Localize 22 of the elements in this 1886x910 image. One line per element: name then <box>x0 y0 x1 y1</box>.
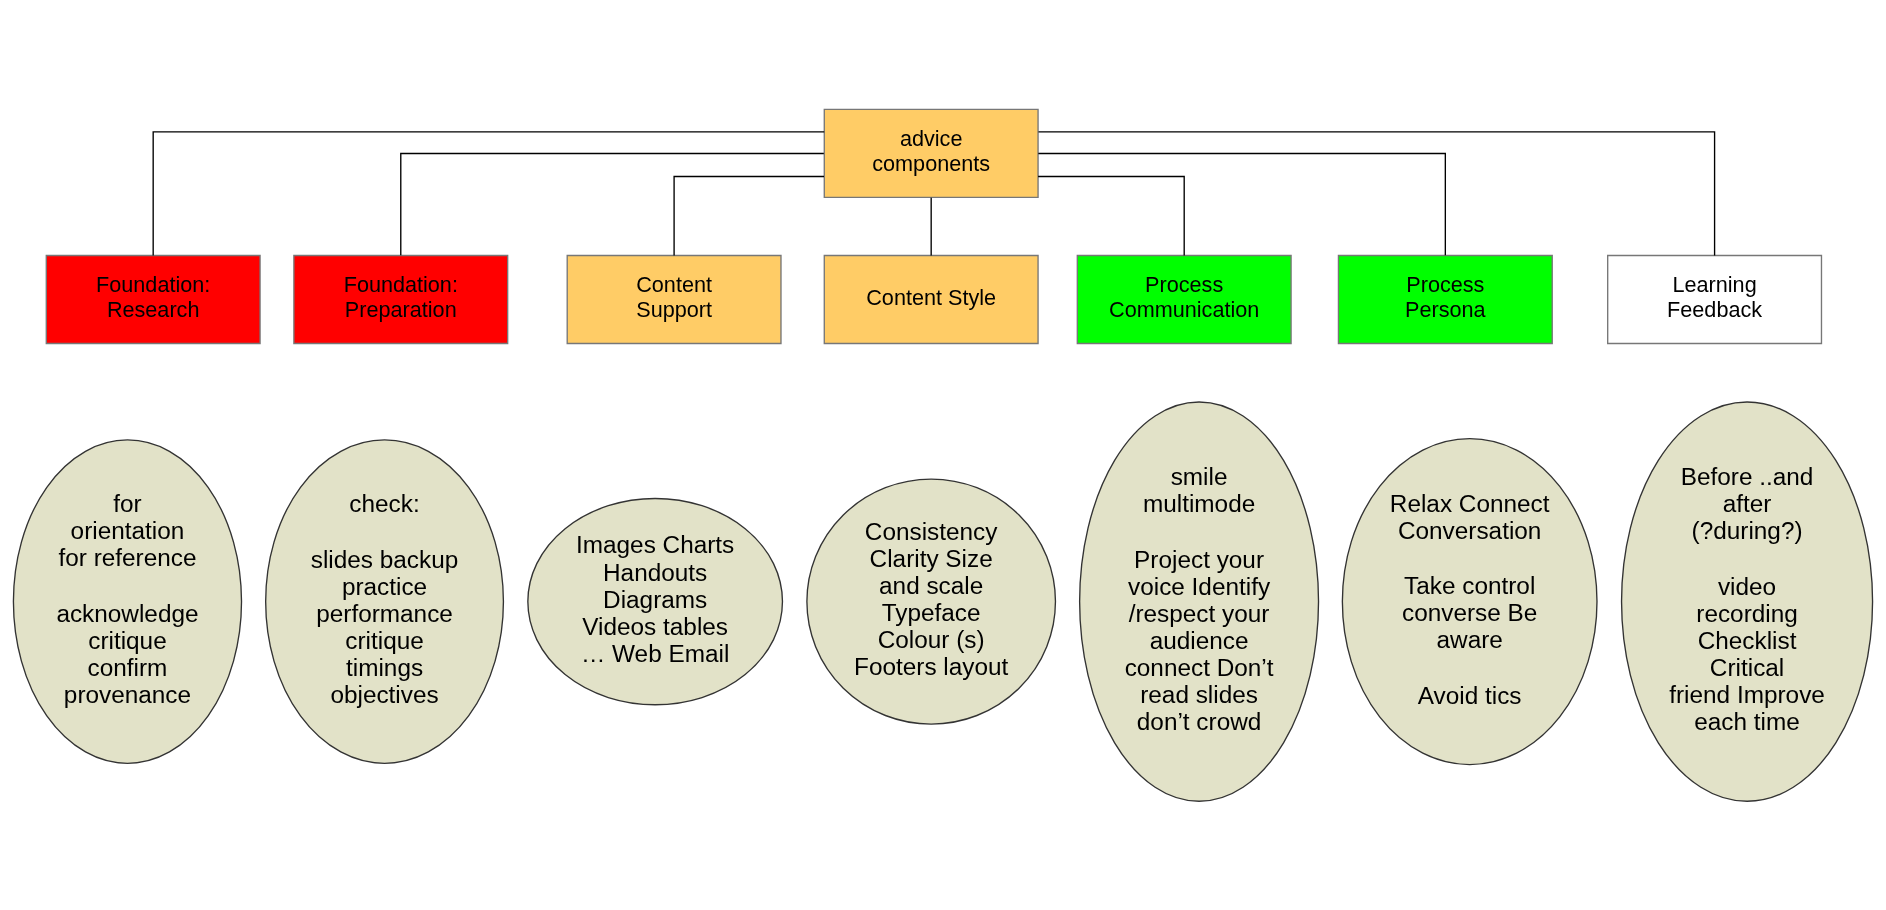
node-ellipse: smile multimode Project your voice Identify/respect your audience connect Don’t read slides don’t crowd <box>1078 400 1320 802</box>
node-ellipse: check: slides backup practice performance critique timings objectives <box>265 438 505 764</box>
node-box: Process Communication <box>1076 254 1292 344</box>
node-box: Process Persona <box>1337 254 1553 344</box>
connector <box>152 130 825 256</box>
node-ellipse: Relax Connect Conversation Take control converse Be aware Avoid tics <box>1341 437 1598 765</box>
connector <box>400 152 825 256</box>
node-ellipse: Before ..and after (?during?) video recording Checklist Critical friend Improve each time <box>1620 400 1874 802</box>
node-box: Content Support <box>566 254 782 344</box>
node-box: Content Style <box>823 254 1039 344</box>
node-box: Foundation: Research <box>45 254 261 344</box>
connector <box>673 175 825 256</box>
connector <box>1037 130 1716 256</box>
node-box: advice components <box>823 108 1039 198</box>
connector <box>1037 175 1185 256</box>
node-box: Learning Feedback <box>1607 254 1823 344</box>
node-circle: Consistency Clarity Size and scale Typeface Colour (s) Footers layout <box>806 477 1057 725</box>
connector <box>930 196 932 256</box>
node-ellipse: Images Charts Handouts Diagrams Videos tables … Web Email <box>527 497 784 705</box>
node-box: Foundation: Preparation <box>293 254 509 344</box>
connector <box>1037 152 1446 256</box>
node-ellipse: for orientation for reference acknowledge critique confirm provenance <box>12 438 243 764</box>
